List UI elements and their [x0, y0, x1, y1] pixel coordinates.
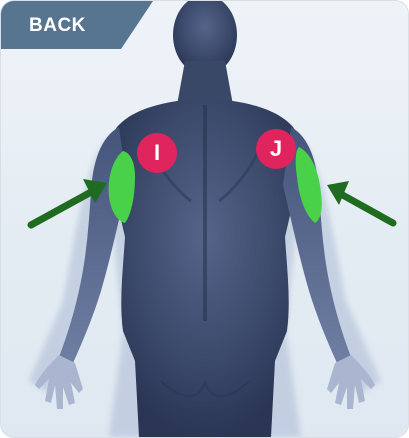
arrow-left-icon	[327, 181, 393, 223]
marker-i[interactable]: I	[137, 133, 177, 173]
neck	[177, 61, 233, 105]
marker-j[interactable]: J	[256, 129, 296, 169]
back-label[interactable]: BACK	[29, 15, 86, 37]
